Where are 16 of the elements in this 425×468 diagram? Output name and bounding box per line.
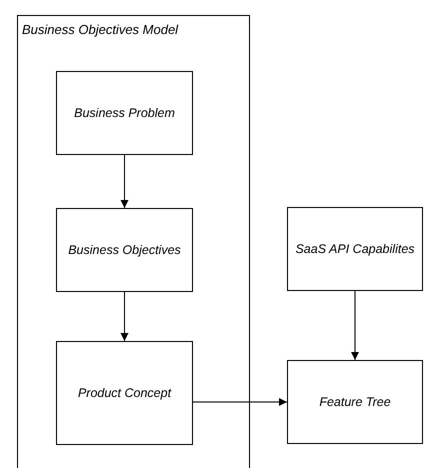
process-box <box>56 208 193 292</box>
arrow <box>120 154 128 208</box>
process-box <box>287 207 423 291</box>
box-label: Feature Tree <box>318 394 392 410</box>
group-title: Business Objectives Model <box>22 22 178 37</box>
process-box <box>56 341 193 445</box>
box-label: Product Concept <box>76 386 172 400</box>
box-label: SaaS API Capabilites <box>294 242 416 256</box>
process-box <box>56 71 193 155</box>
box-label: Business Problem <box>73 106 176 120</box>
arrow <box>351 290 359 360</box>
process-box <box>287 360 423 444</box>
arrow <box>192 398 288 406</box>
group-frame <box>17 15 250 468</box>
box-label: Business Objectives <box>67 242 182 258</box>
arrow <box>120 292 128 342</box>
